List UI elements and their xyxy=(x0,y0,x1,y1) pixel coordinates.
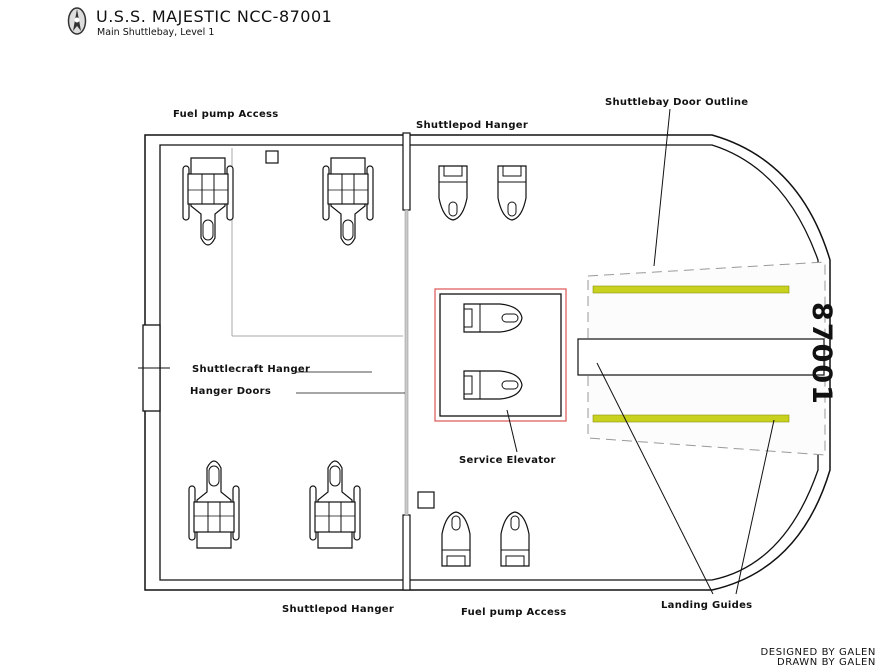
designer-credit: DESIGNED BY GALEN xyxy=(760,647,876,658)
shuttlepod-elevator-1 xyxy=(463,303,523,333)
label-shuttlepod-hanger-bottom: Shuttlepod Hanger xyxy=(282,604,394,615)
deck-subtitle: Main Shuttlebay, Level 1 xyxy=(97,27,215,38)
label-shuttlecraft-hanger: Shuttlecraft Hanger xyxy=(192,364,310,375)
drafter-credit: DRAWN BY GALEN xyxy=(776,657,876,668)
shuttlepod-2 xyxy=(497,165,527,221)
label-shuttlebay-door-outline: Shuttlebay Door Outline xyxy=(605,97,748,108)
starfleet-insignia-icon xyxy=(67,7,87,35)
label-shuttlepod-hanger-top: Shuttlepod Hanger xyxy=(416,120,528,131)
landing-guide-top xyxy=(592,285,790,294)
shuttlepod-elevator-2 xyxy=(463,370,523,400)
ship-title: U.S.S. MAJESTIC NCC-87001 xyxy=(96,7,333,26)
hanger-door-top xyxy=(402,132,411,211)
fuel-pump-bottom xyxy=(417,491,435,509)
label-fuel-pump-access-bottom: Fuel pump Access xyxy=(461,607,567,618)
shuttlepod-4 xyxy=(500,511,530,567)
shuttlepod-1 xyxy=(438,165,468,221)
label-service-elevator: Service Elevator xyxy=(459,455,556,466)
shuttlepod-3 xyxy=(441,511,471,567)
service-elevator-outline xyxy=(434,288,567,422)
label-fuel-pump-access-top: Fuel pump Access xyxy=(173,109,279,120)
landing-guide-bottom xyxy=(592,414,790,423)
hanger-door-bottom xyxy=(402,514,411,591)
label-hanger-doors: Hanger Doors xyxy=(190,386,271,397)
landing-strip xyxy=(577,338,825,376)
fuel-pump-top xyxy=(265,150,279,164)
label-landing-guides: Landing Guides xyxy=(661,600,752,611)
hanger-doors-track xyxy=(404,209,409,516)
registry-number: 87001 xyxy=(806,302,837,406)
